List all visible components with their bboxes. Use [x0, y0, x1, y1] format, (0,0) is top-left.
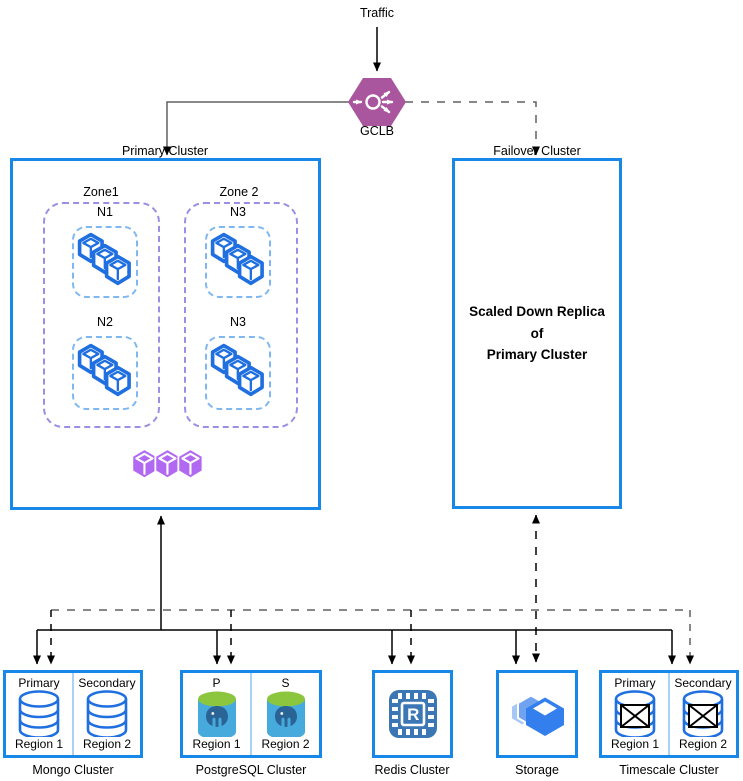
memorystore-chip-icon [387, 688, 438, 740]
node-n1-box [72, 226, 138, 298]
postgres-region2: Region 2 [261, 736, 310, 751]
cloud-storage-boxes-icon [510, 694, 565, 737]
gclb-to-failover-dashed-arrow [405, 101, 540, 156]
postgres-region1: Region 1 [192, 736, 241, 751]
container-cubes-icon [76, 343, 136, 403]
zone1-box [43, 202, 160, 428]
database-cylinder-icon [18, 690, 60, 737]
database-cylinder-crossed-icon [613, 690, 657, 736]
postgres-cluster-label: PostgreSQL Cluster [195, 763, 307, 777]
timescale-cluster-box: Primary Region 1 Secondary Region 2 [599, 670, 739, 758]
mongo-cluster-label: Mongo Cluster [32, 763, 114, 777]
node-n3a-label: N3 [230, 205, 246, 219]
pods-hexagon-icon [130, 446, 208, 484]
container-cubes-icon [209, 232, 269, 292]
timescale-secondary-half: Secondary Region 2 [668, 673, 736, 755]
failover-cluster-title: Failover Cluster [493, 144, 581, 158]
failover-cluster-body: Scaled Down Replica of Primary Cluster [469, 304, 605, 363]
postgresql-elephant-cylinder-icon [266, 691, 305, 737]
container-cubes-icon [76, 232, 136, 292]
mongo-primary-role: Primary [18, 676, 60, 690]
mongo-cluster-box: Primary Region 1 Secondary Region 2 [3, 670, 143, 758]
mongo-region1: Region 1 [14, 736, 64, 751]
mongo-primary-half: Primary Region 1 [6, 673, 72, 755]
zone2-box [184, 202, 298, 428]
timescale-secondary-role: Secondary [674, 676, 732, 690]
postgres-cluster-box: P Region 1 S Region 2 [180, 670, 322, 758]
postgres-primary-role: P [212, 676, 221, 690]
postgres-secondary-half: S Region 2 [250, 673, 319, 755]
gclb-load-balancer-icon [346, 76, 408, 128]
node-n2-box [72, 336, 138, 410]
redis-cluster-box [372, 670, 453, 758]
node-n3b-box [205, 336, 271, 410]
zone2-label: Zone 2 [219, 185, 259, 199]
timescale-cluster-label: Timescale Cluster [619, 763, 719, 777]
timescale-region1: Region 1 [610, 736, 660, 751]
storage-box [496, 670, 578, 758]
failover-cluster-box [452, 158, 622, 509]
mongo-region2: Region 2 [82, 736, 132, 751]
timescale-primary-role: Primary [614, 676, 656, 690]
mongo-secondary-half: Secondary Region 2 [72, 673, 140, 755]
node-n2-label: N2 [97, 315, 113, 329]
postgresql-elephant-cylinder-icon [197, 691, 236, 737]
database-cylinder-icon [86, 690, 128, 737]
node-n3b-label: N3 [230, 315, 246, 329]
timescale-primary-half: Primary Region 1 [602, 673, 668, 755]
node-n3a-box [205, 226, 271, 298]
timescale-region2: Region 2 [678, 736, 728, 751]
mongo-secondary-role: Secondary [78, 676, 136, 690]
gclb-to-primary-arrow [163, 101, 349, 156]
postgres-primary-half: P Region 1 [183, 673, 250, 755]
zone1-label: Zone1 [83, 185, 119, 199]
container-cubes-icon [209, 343, 269, 403]
primary-cluster-title: Primary Cluster [121, 144, 209, 158]
postgres-secondary-role: S [281, 676, 290, 690]
redis-cluster-label: Redis Cluster [374, 763, 450, 777]
gclb-label: GCLB [359, 124, 395, 138]
traffic-label: Traffic [359, 6, 395, 20]
storage-label: Storage [515, 763, 559, 777]
database-cylinder-crossed-icon [681, 690, 725, 736]
node-n1-label: N1 [97, 205, 113, 219]
